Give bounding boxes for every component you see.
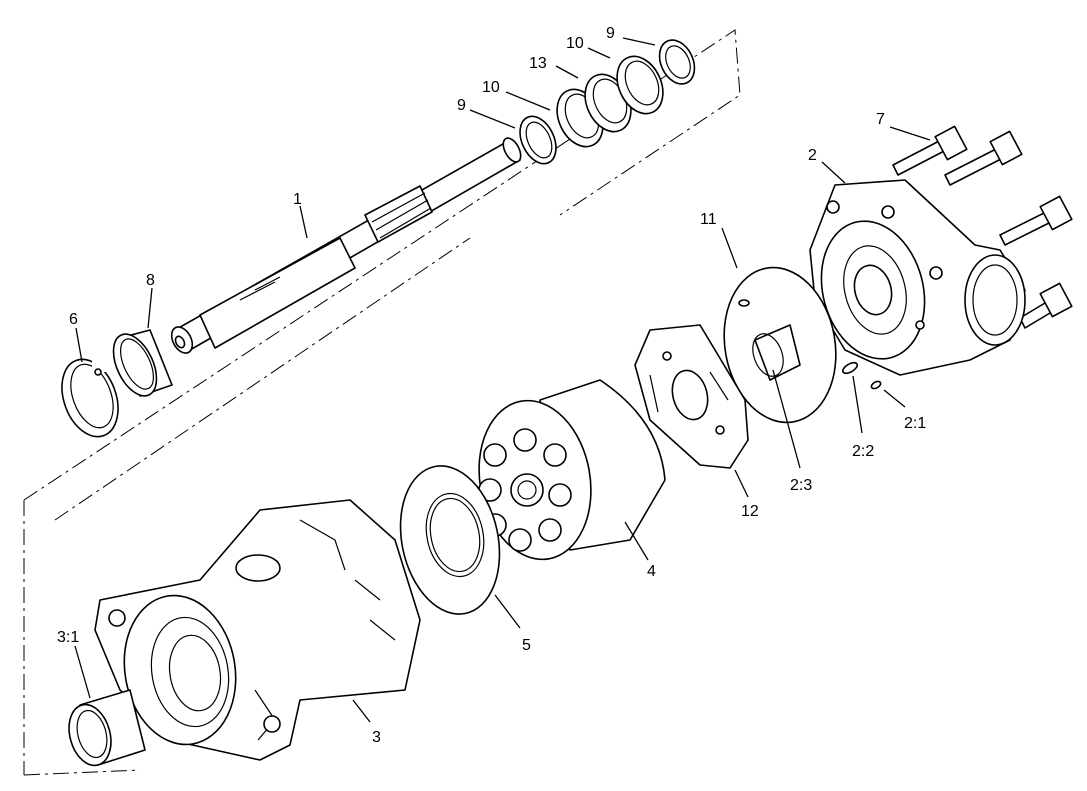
port-cover [809, 179, 1026, 376]
callout-13: 13 [529, 55, 547, 72]
callout-labels: 1 2 2:1 2:2 2:3 3 3:1 4 5 6 7 8 9 9 10 1… [57, 25, 926, 746]
housing-bearing [68, 689, 146, 767]
pin-2-1 [870, 380, 882, 390]
shaft-axis-line [54, 237, 471, 521]
callout-3: 3 [372, 729, 381, 746]
pin-2-2 [841, 361, 859, 375]
callout-11: 11 [700, 211, 717, 228]
cylinder-block [478, 379, 666, 561]
valve-plate [634, 324, 749, 469]
callout-10-upper: 10 [566, 35, 584, 52]
callout-10-lower: 10 [482, 79, 500, 96]
callout-1: 1 [293, 191, 302, 208]
callout-8: 8 [146, 272, 155, 289]
shaft [170, 137, 522, 354]
sleeve [112, 329, 173, 397]
assembly-boundary [23, 29, 741, 776]
leader-lines [74, 37, 931, 723]
retaining-ring [61, 358, 119, 438]
callout-7: 7 [876, 111, 885, 128]
motor-housing [94, 499, 421, 761]
circlip-left [519, 115, 557, 165]
callout-9-left: 9 [457, 97, 466, 114]
callout-2-2: 2:2 [852, 443, 874, 460]
callout-12: 12 [741, 503, 759, 520]
callout-3-1: 3:1 [57, 629, 79, 646]
callout-2-1: 2:1 [904, 415, 926, 432]
callout-2: 2 [808, 147, 817, 164]
circlip-right [658, 39, 696, 85]
thrust-plate [399, 465, 501, 615]
bolts [892, 125, 1073, 329]
callout-9-right: 9 [606, 25, 615, 42]
callout-2-3: 2:3 [790, 477, 812, 494]
gasket-disc [723, 266, 837, 424]
callout-4: 4 [647, 563, 656, 580]
callout-6: 6 [69, 311, 78, 328]
washer-10-upper [616, 55, 664, 115]
callout-5: 5 [522, 637, 531, 654]
